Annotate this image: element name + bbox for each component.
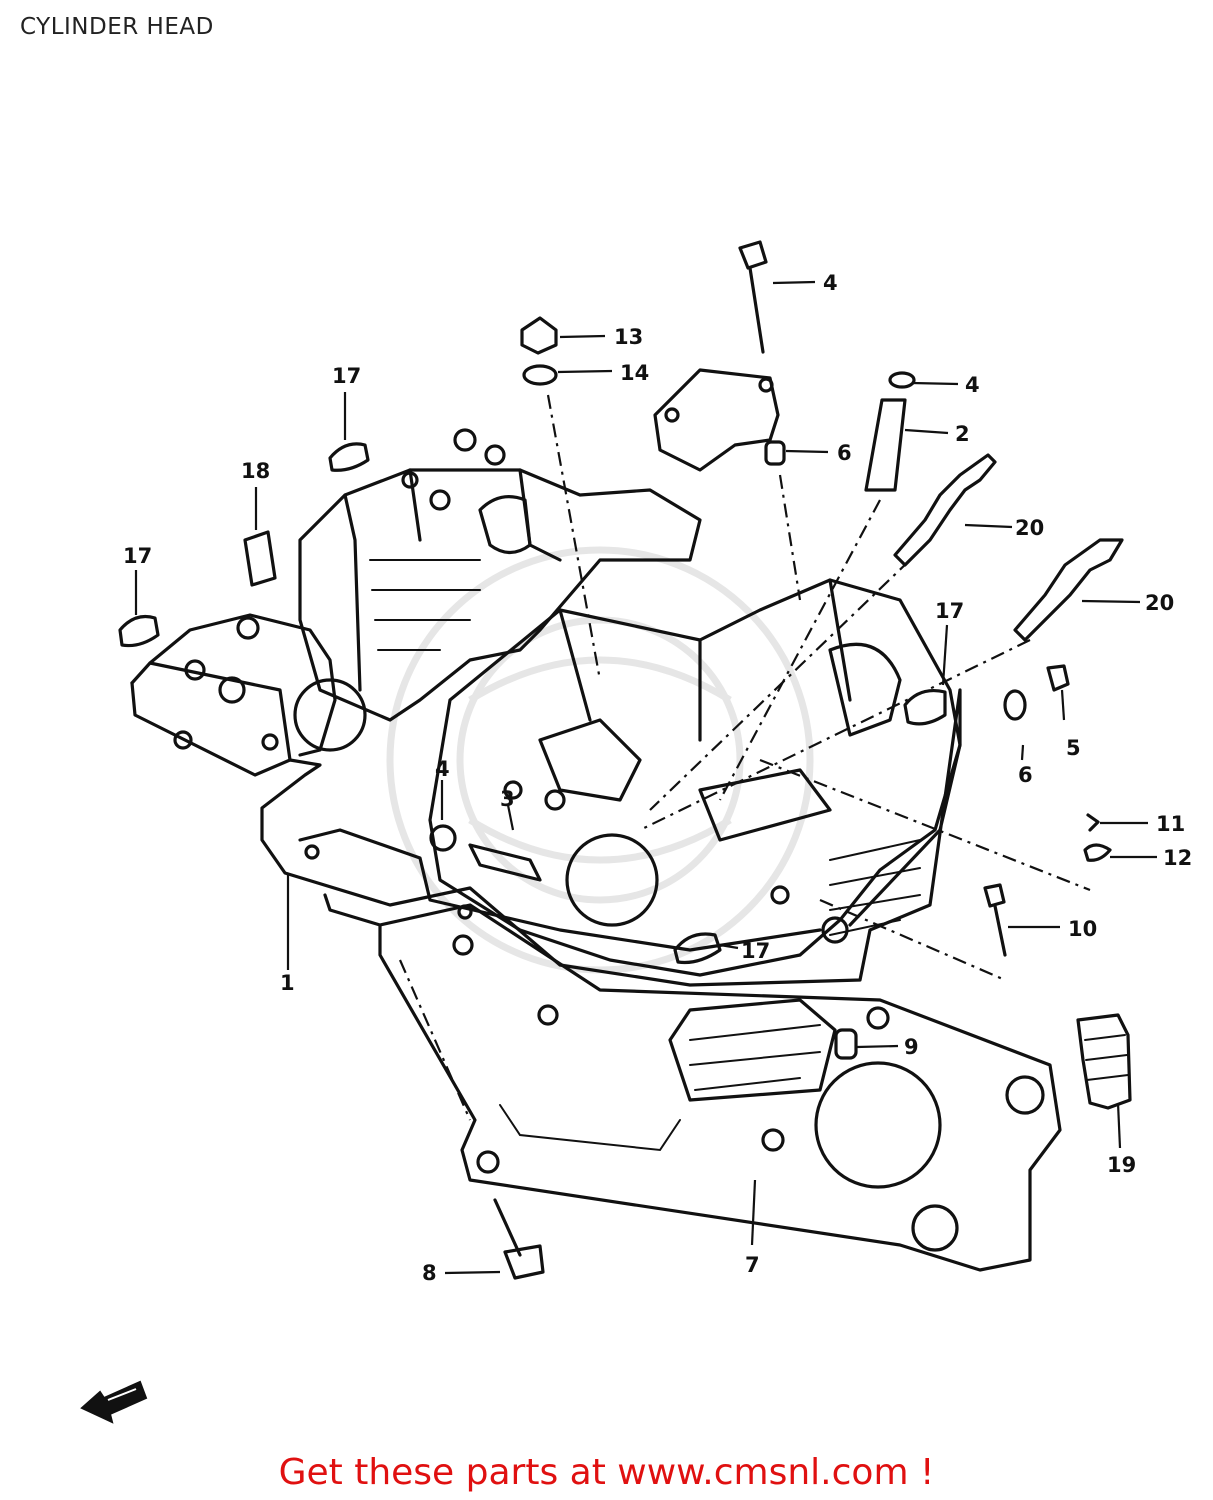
callout-20: 20 [1015,516,1044,540]
assembly-guide-lines [398,394,1091,1121]
callout-17-right: 17 [935,599,964,623]
callout-18: 18 [241,459,270,483]
callout-17-left: 17 [123,544,152,568]
rear-cylinder-head [148,428,702,757]
watermark-logo [386,546,814,974]
callout-labels: 4 13 14 4 2 6 20 20 17 18 17 17 5 6 4 3 … [123,271,1192,1285]
callout-20-right: 20 [1145,591,1174,615]
get-parts-link[interactable]: Get these parts at www.cmsnl.com ! [278,1452,935,1493]
callout-5-right: 5 [1066,736,1081,760]
callout-6-right: 6 [1018,763,1033,787]
leader-lines [134,280,1157,1275]
cylinder-head-base [130,661,962,987]
callout-10: 10 [1068,917,1097,941]
callout-14: 14 [620,361,649,385]
callout-6: 6 [837,441,852,465]
callout-3: 3 [500,787,515,811]
cylinder-head-gasket [378,903,1062,1272]
callout-1: 1 [280,971,295,995]
callout-4-left: 4 [435,757,450,781]
callout-19: 19 [1107,1153,1136,1177]
callout-2: 2 [955,422,970,446]
small-parts [118,240,1132,1280]
front-cylinder-head [428,578,962,1102]
callout-5: 4 [823,271,838,295]
callout-8: 8 [422,1261,437,1285]
callout-9: 9 [904,1035,919,1059]
page-title: CYLINDER HEAD [20,14,214,40]
front-arrow-icon [80,1380,148,1424]
callout-13: 13 [614,325,643,349]
callout-17-top: 17 [332,364,361,388]
callout-17-center: 17 [741,939,770,963]
callout-4: 4 [965,373,980,397]
callout-7: 7 [745,1253,760,1277]
callout-12: 12 [1163,846,1192,870]
callout-11: 11 [1156,812,1185,836]
